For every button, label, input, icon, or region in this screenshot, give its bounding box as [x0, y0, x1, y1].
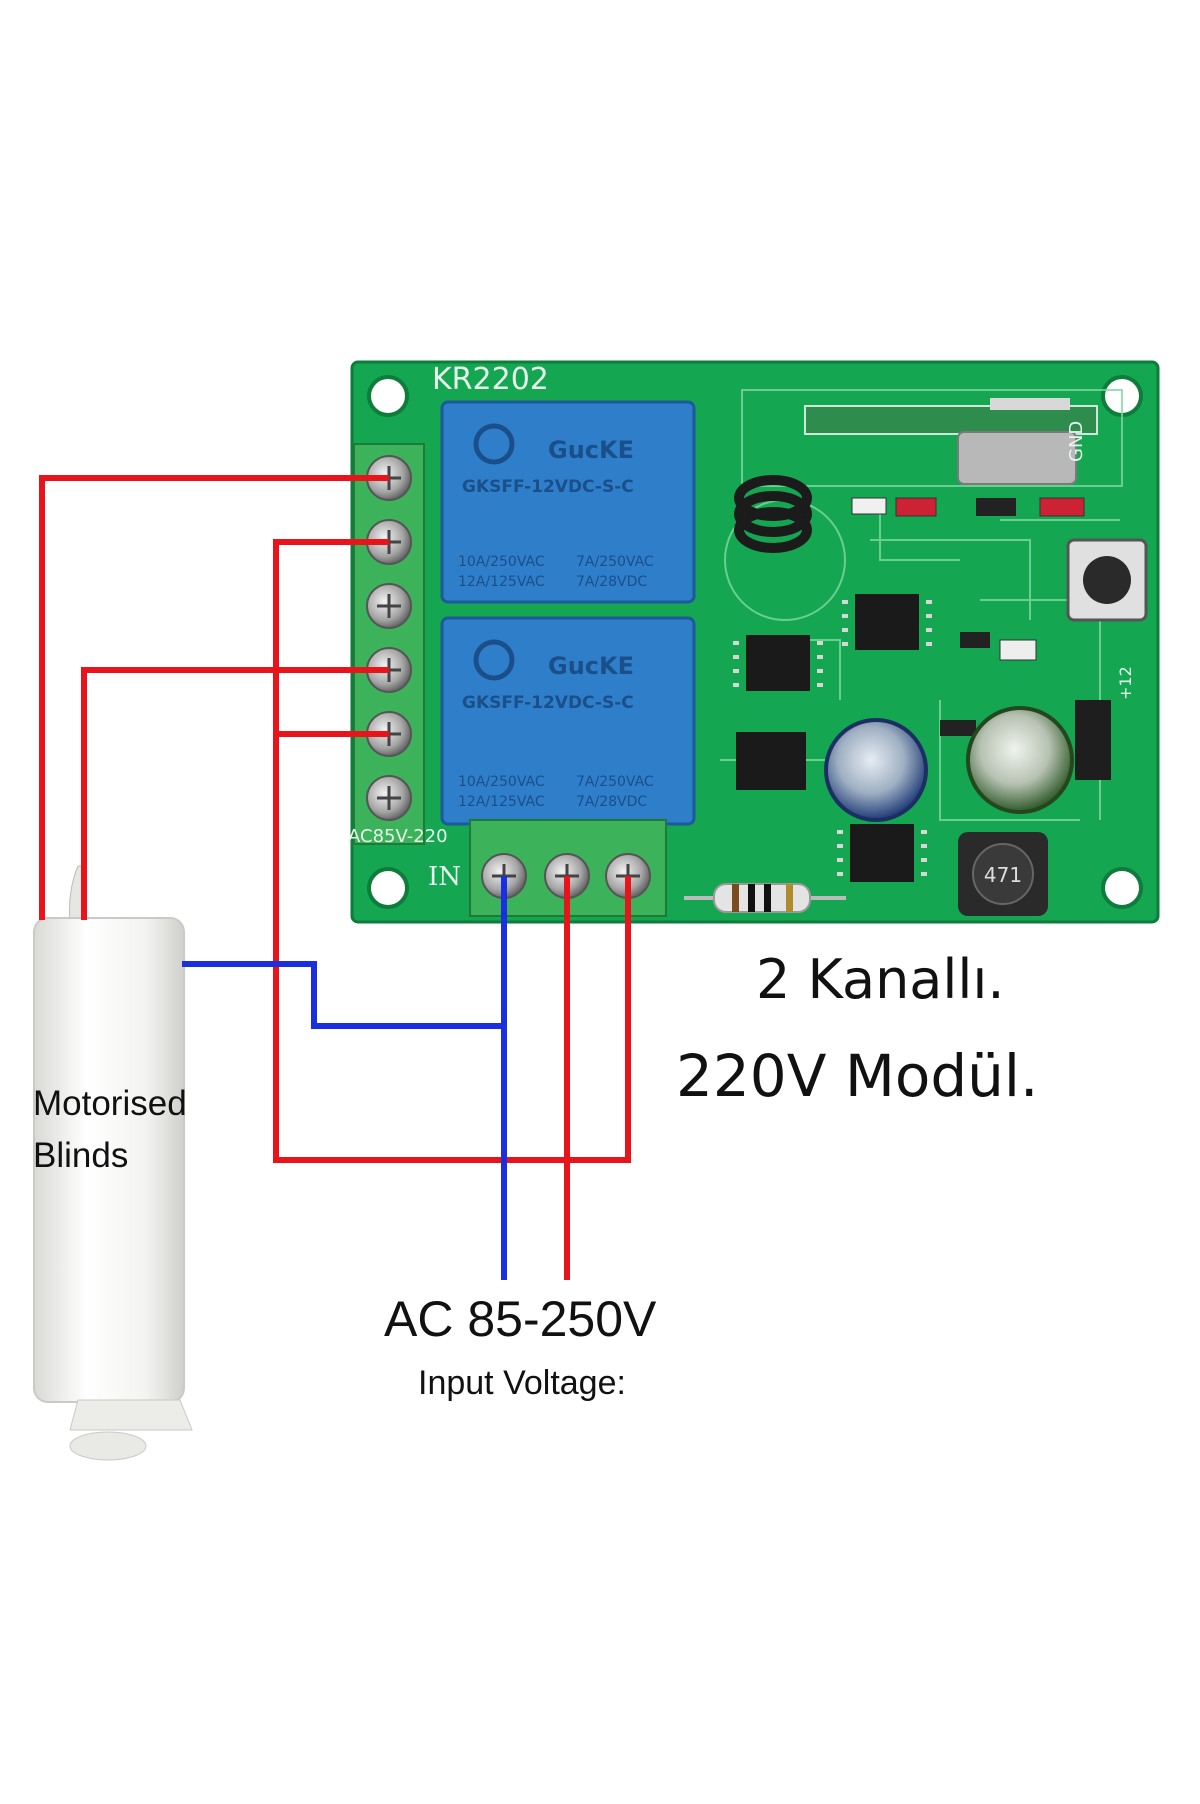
- relay-1-rating-b: 12A/125VAC: [458, 574, 545, 590]
- wire-neutral-motor: [182, 961, 504, 1029]
- mounting-hole: [367, 375, 409, 417]
- resistor: [684, 883, 846, 913]
- board-plus12-marking: +12: [1116, 666, 1135, 700]
- relay-2-rating-c: 7A/250VAC: [576, 774, 654, 790]
- relay-1-model: GKSFF-12VDC-S-C: [462, 477, 634, 497]
- smd-components: [851, 497, 1111, 780]
- wires: [39, 475, 631, 1280]
- relay-2-brand: GucKE: [548, 652, 634, 680]
- relay-1-rating-c: 7A/250VAC: [576, 554, 654, 570]
- motor-label-line2: Blinds: [33, 1136, 129, 1175]
- relay-1-rating-d: 7A/28VDC: [576, 574, 647, 590]
- motor-label-line1: Motorised: [33, 1084, 187, 1123]
- capacitor-green: [966, 706, 1074, 814]
- module-title: 220V Modül.: [676, 1042, 1039, 1110]
- wire-live-motor-down: [81, 667, 389, 920]
- board-gnd-marking: GND: [1066, 420, 1087, 462]
- board-supply-marking: AC85V-220: [348, 826, 448, 847]
- board-input-marking: IN: [428, 862, 462, 892]
- rf-module: [804, 405, 1098, 435]
- motorised-blind-motor: [33, 865, 193, 1461]
- inductor-marking: 471: [984, 863, 1022, 887]
- ic-chips: [736, 594, 919, 882]
- crystal: [957, 431, 1077, 485]
- wire-live-common: [273, 539, 631, 1163]
- motor-label: Motorised Blinds: [33, 1078, 187, 1182]
- capacitor-blue: [824, 718, 928, 822]
- input-voltage-caption: Input Voltage:: [418, 1364, 626, 1402]
- relay-1-brand: GucKE: [548, 436, 634, 464]
- push-button: [1066, 538, 1148, 622]
- relay-1-rating-a: 10A/250VAC: [458, 554, 545, 570]
- relay-2-rating-b: 12A/125VAC: [458, 794, 545, 810]
- relay-board: 471: [350, 360, 1160, 924]
- mounting-hole: [1101, 867, 1143, 909]
- mounting-hole: [367, 867, 409, 909]
- antenna-coil: [734, 475, 812, 553]
- relay-2: GucKE GKSFF-12VDC-S-C 10A/250VAC 12A/125…: [440, 616, 696, 826]
- relay-2-rating-d: 7A/28VDC: [576, 794, 647, 810]
- channel-title: 2 Kanallı.: [756, 948, 1005, 1011]
- input-voltage-value: AC 85-250V: [384, 1291, 657, 1347]
- output-terminal-block: [353, 443, 425, 845]
- relay-1: GucKE GKSFF-12VDC-S-C 10A/250VAC 12A/125…: [440, 400, 696, 604]
- relay-2-rating-a: 10A/250VAC: [458, 774, 545, 790]
- wire-live-motor-up: [39, 475, 389, 920]
- relay-2-model: GKSFF-12VDC-S-C: [462, 693, 634, 713]
- board-model-label: KR2202: [432, 362, 549, 397]
